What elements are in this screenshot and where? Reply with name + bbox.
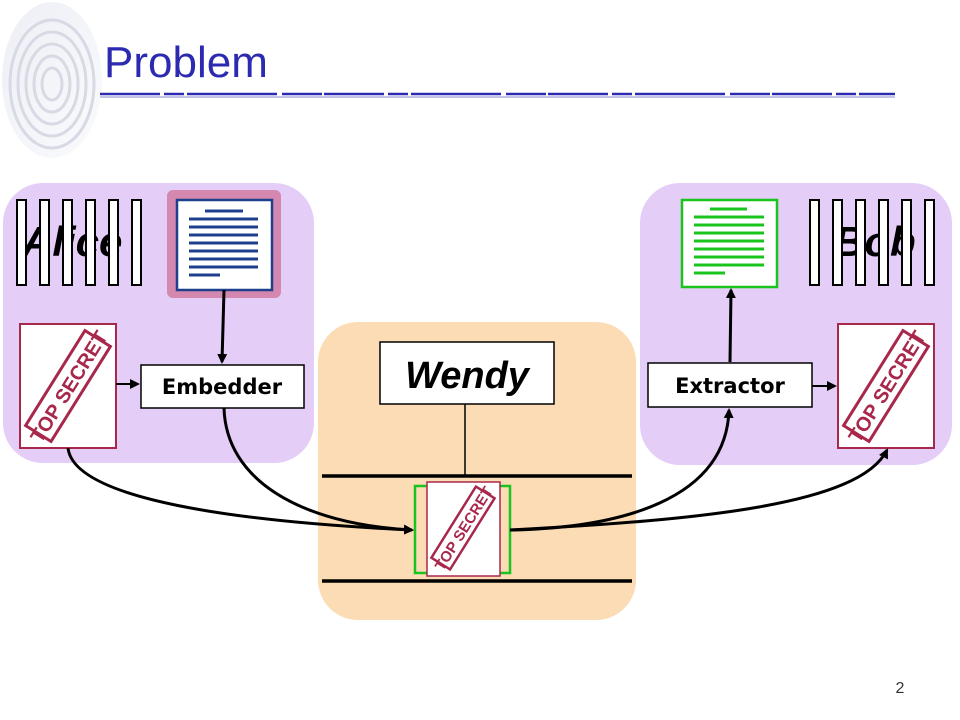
wendy-label: Wendy [405,355,531,397]
wendy-box: Wendy [379,341,555,405]
arrow-channel-to-bob-secret [509,448,889,532]
page-number: 2 [895,680,905,697]
arrow-extractor-to-document [725,288,736,363]
arrow-cover-to-embedder [217,289,228,364]
embedder-label: Embedder [162,375,283,399]
alice-secret-document-icon: TOP SECRET [19,323,117,449]
recovered-document-icon [680,198,779,289]
embedder-box: Embedder [140,364,305,409]
arrow-secret-to-channel [66,447,414,535]
bob-secret-document-icon: TOP SECRET [837,323,935,449]
alice-prison-bars [16,199,142,286]
arrow-embedder-to-channel [222,407,414,535]
slide-title: Problem [104,38,268,87]
flow-arrows [66,288,889,535]
bob-prison-bars [809,199,935,286]
extractor-box: Extractor [647,362,813,408]
title-underline [100,92,895,98]
extractor-label: Extractor [675,374,785,398]
fingerprint-icon [2,2,102,158]
stego-document-icon: TOP SECRET [413,481,512,577]
cover-document-icon [167,190,281,298]
